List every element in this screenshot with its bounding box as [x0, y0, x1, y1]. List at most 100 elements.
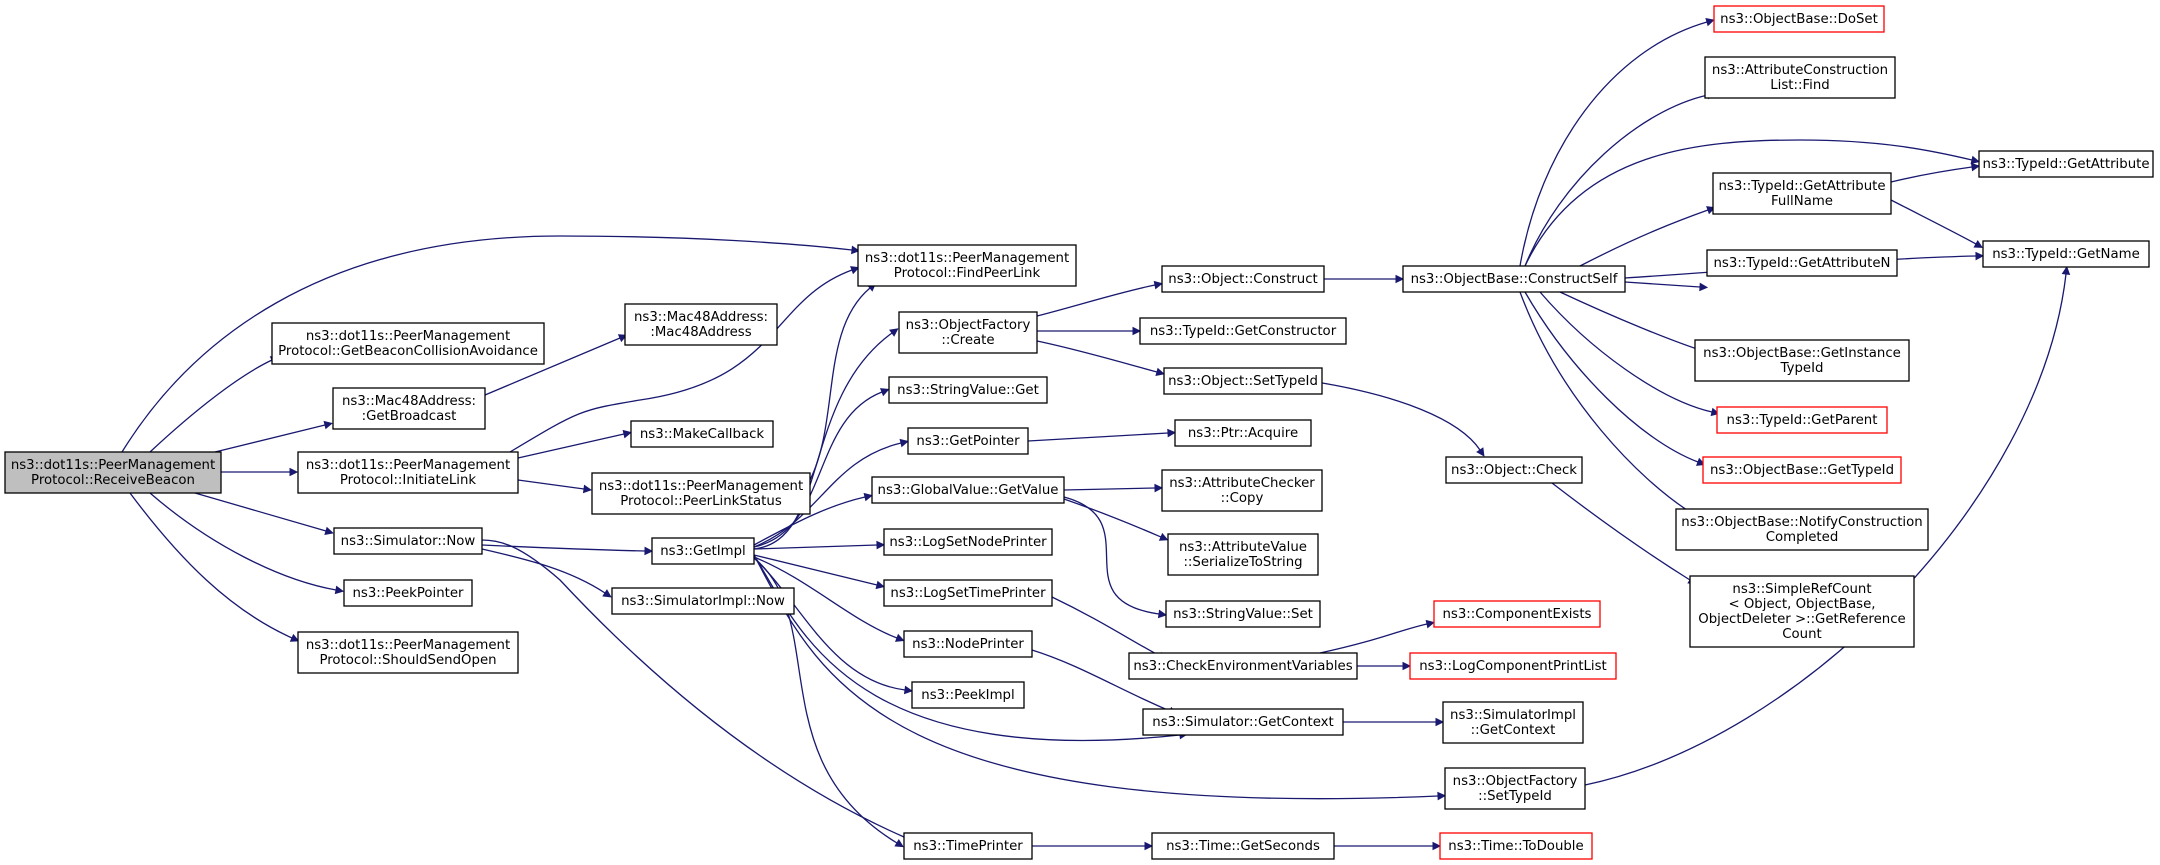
- node-box[interactable]: [624, 303, 778, 346]
- node-object-base-notify-construction[interactable]: ns3::ObjectBase::NotifyConstructionCompl…: [1675, 508, 1929, 551]
- node-typeid-get-attribute[interactable]: ns3::TypeId::GetAttribute: [1978, 150, 2154, 178]
- node-box[interactable]: [883, 528, 1053, 556]
- node-object-factory-set-typeid[interactable]: ns3::ObjectFactory::SetTypeId: [1444, 767, 1586, 810]
- node-ptr-acquire[interactable]: ns3::Ptr::Acquire: [1174, 419, 1312, 447]
- node-typeid-get-parent[interactable]: ns3::TypeId::GetParent: [1716, 406, 1888, 434]
- node-box[interactable]: [857, 244, 1077, 287]
- node-time-printer[interactable]: ns3::TimePrinter: [903, 832, 1033, 860]
- node-receive-beacon[interactable]: ns3::dot11s::PeerManagementProtocol::Rec…: [4, 451, 222, 494]
- node-box[interactable]: [4, 451, 222, 494]
- node-box[interactable]: [1402, 265, 1626, 293]
- node-box[interactable]: [1713, 5, 1885, 33]
- node-box[interactable]: [911, 681, 1025, 709]
- node-object-check[interactable]: ns3::Object::Check: [1445, 456, 1583, 484]
- node-box[interactable]: [907, 427, 1029, 455]
- node-box[interactable]: [1139, 317, 1347, 345]
- node-typeid-get-constructor[interactable]: ns3::TypeId::GetConstructor: [1139, 317, 1347, 345]
- node-box[interactable]: [591, 472, 811, 515]
- node-simulator-impl-now[interactable]: ns3::SimulatorImpl::Now: [611, 587, 795, 615]
- node-box[interactable]: [297, 631, 519, 674]
- node-box[interactable]: [1689, 575, 1915, 648]
- node-component-exists[interactable]: ns3::ComponentExists: [1433, 600, 1601, 628]
- node-object-construct[interactable]: ns3::Object::Construct: [1161, 265, 1325, 293]
- node-box[interactable]: [1694, 339, 1910, 382]
- node-box[interactable]: [1128, 652, 1358, 680]
- node-global-value-get[interactable]: ns3::GlobalValue::GetValue: [871, 476, 1065, 504]
- node-box[interactable]: [1716, 406, 1888, 434]
- node-log-set-time-printer[interactable]: ns3::LogSetTimePrinter: [883, 579, 1053, 607]
- node-string-value-get[interactable]: ns3::StringValue::Get: [888, 376, 1048, 404]
- node-log-component-print-list[interactable]: ns3::LogComponentPrintList: [1409, 652, 1617, 680]
- node-box[interactable]: [888, 376, 1048, 404]
- node-object-factory-create[interactable]: ns3::ObjectFactory::Create: [898, 311, 1038, 354]
- node-simulator-now[interactable]: ns3::Simulator::Now: [333, 527, 483, 555]
- node-typeid-get-attribute-n[interactable]: ns3::TypeId::GetAttributeN: [1706, 249, 1898, 277]
- node-object-base-doset[interactable]: ns3::ObjectBase::DoSet: [1713, 5, 1885, 33]
- node-box[interactable]: [630, 420, 774, 448]
- node-box[interactable]: [297, 451, 519, 494]
- node-box[interactable]: [1151, 832, 1335, 860]
- node-box[interactable]: [871, 476, 1065, 504]
- node-mac48-ctor[interactable]: ns3::Mac48Address::Mac48Address: [624, 303, 778, 346]
- node-get-broadcast[interactable]: ns3::Mac48Address::GetBroadcast: [332, 387, 486, 430]
- node-make-callback[interactable]: ns3::MakeCallback: [630, 420, 774, 448]
- node-box[interactable]: [611, 587, 795, 615]
- node-peek-impl[interactable]: ns3::PeekImpl: [911, 681, 1025, 709]
- node-box[interactable]: [1712, 172, 1892, 215]
- node-get-pointer[interactable]: ns3::GetPointer: [907, 427, 1029, 455]
- node-box[interactable]: [343, 579, 473, 607]
- node-box[interactable]: [1445, 456, 1583, 484]
- node-box[interactable]: [1165, 600, 1321, 628]
- node-simple-ref-count-get-ref[interactable]: ns3::SimpleRefCount< Object, ObjectBase,…: [1689, 575, 1915, 648]
- node-time-to-double[interactable]: ns3::Time::ToDouble: [1439, 832, 1593, 860]
- node-box[interactable]: [903, 630, 1033, 658]
- node-box[interactable]: [1706, 249, 1898, 277]
- node-simulator-impl-get-context[interactable]: ns3::SimulatorImpl::GetContext: [1442, 701, 1584, 744]
- node-box[interactable]: [1409, 652, 1617, 680]
- node-box[interactable]: [1444, 767, 1586, 810]
- node-box[interactable]: [1142, 708, 1344, 736]
- node-peer-link-status[interactable]: ns3::dot11s::PeerManagementProtocol::Pee…: [591, 472, 811, 515]
- node-attribute-checker-copy[interactable]: ns3::AttributeChecker::Copy: [1161, 469, 1323, 512]
- node-box[interactable]: [1433, 600, 1601, 628]
- node-box[interactable]: [332, 387, 486, 430]
- node-box[interactable]: [1439, 832, 1593, 860]
- node-box[interactable]: [1702, 456, 1902, 484]
- node-box[interactable]: [651, 537, 755, 565]
- node-box[interactable]: [883, 579, 1053, 607]
- node-string-value-set[interactable]: ns3::StringValue::Set: [1165, 600, 1321, 628]
- node-box[interactable]: [898, 311, 1038, 354]
- node-box[interactable]: [1442, 701, 1584, 744]
- node-object-set-typeid[interactable]: ns3::Object::SetTypeId: [1163, 367, 1323, 395]
- node-peek-pointer[interactable]: ns3::PeekPointer: [343, 579, 473, 607]
- node-attribute-value-serialize[interactable]: ns3::AttributeValue::SerializeToString: [1167, 533, 1319, 576]
- node-box[interactable]: [1174, 419, 1312, 447]
- node-object-base-construct-self[interactable]: ns3::ObjectBase::ConstructSelf: [1402, 265, 1626, 293]
- node-check-env-vars[interactable]: ns3::CheckEnvironmentVariables: [1128, 652, 1358, 680]
- node-find-peer-link[interactable]: ns3::dot11s::PeerManagementProtocol::Fin…: [857, 244, 1077, 287]
- node-box[interactable]: [903, 832, 1033, 860]
- node-box[interactable]: [333, 527, 483, 555]
- node-box[interactable]: [1675, 508, 1929, 551]
- node-simulator-get-context[interactable]: ns3::Simulator::GetContext: [1142, 708, 1344, 736]
- node-get-impl[interactable]: ns3::GetImpl: [651, 537, 755, 565]
- node-time-get-seconds[interactable]: ns3::Time::GetSeconds: [1151, 832, 1335, 860]
- node-box[interactable]: [1982, 240, 2150, 268]
- node-object-base-get-typeid[interactable]: ns3::ObjectBase::GetTypeId: [1702, 456, 1902, 484]
- node-box[interactable]: [1161, 265, 1325, 293]
- node-initiate-link[interactable]: ns3::dot11s::PeerManagementProtocol::Ini…: [297, 451, 519, 494]
- node-box[interactable]: [1167, 533, 1319, 576]
- node-get-beacon-collision[interactable]: ns3::dot11s::PeerManagementProtocol::Get…: [271, 322, 545, 365]
- node-box[interactable]: [1704, 56, 1896, 99]
- node-box[interactable]: [1978, 150, 2154, 178]
- node-box[interactable]: [1163, 367, 1323, 395]
- node-node-printer[interactable]: ns3::NodePrinter: [903, 630, 1033, 658]
- node-box[interactable]: [1161, 469, 1323, 512]
- node-log-set-node-printer[interactable]: ns3::LogSetNodePrinter: [883, 528, 1053, 556]
- node-box[interactable]: [271, 322, 545, 365]
- node-typeid-get-name[interactable]: ns3::TypeId::GetName: [1982, 240, 2150, 268]
- node-should-send-open[interactable]: ns3::dot11s::PeerManagementProtocol::Sho…: [297, 631, 519, 674]
